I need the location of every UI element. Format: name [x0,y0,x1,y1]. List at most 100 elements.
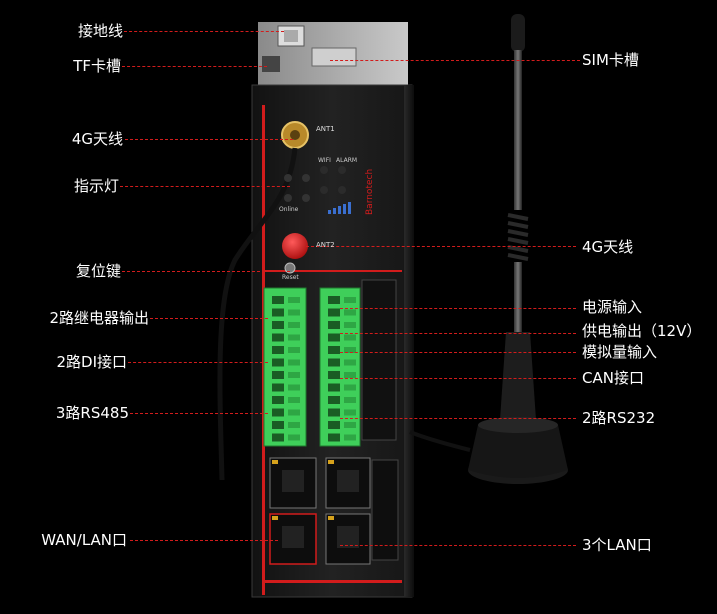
leader-reset [122,271,290,272]
terminal-screw [272,346,284,354]
label-rs485: 3路RS485 [55,404,129,422]
silk-alarm: ALARM [336,157,358,164]
terminal-slot [288,372,300,378]
terminal-screw [328,296,340,304]
label-4g-antenna-right: 4G天线 [582,238,634,256]
label-tf-slot: TF卡槽 [73,57,121,75]
terminal-slot [288,409,300,416]
terminal-screw [328,308,340,317]
terminal-screw [272,408,284,417]
label-rs232: 2路RS232 [582,409,656,427]
label-power-input: 电源输入 [582,298,643,316]
label-relay-output: 2路继电器输出 [49,309,149,327]
sim-slot [311,47,357,67]
signal-bars [328,202,351,214]
leader-relay [150,318,268,319]
leader-rs232 [340,418,576,419]
label-wan-lan: WAN/LAN口 [41,531,127,549]
leader-ground [124,31,284,32]
terminal-screw [328,396,340,404]
tf-slot [262,56,280,72]
terminal-slot [344,384,356,391]
terminal-label-strip [361,279,397,441]
terminal-screw [272,421,284,429]
silk-wifi: WIFI [318,157,331,164]
terminal-screw [272,433,284,442]
silk-ant1: ANT1 [316,125,335,133]
leader-ant2 [306,246,576,247]
silk-reset: Reset [282,274,299,281]
reset-button [284,262,296,274]
brand-logo: Barnotech [365,169,375,215]
label-can: CAN接口 [582,369,644,387]
silk-online: Online [279,206,299,213]
leader-can [340,378,576,379]
terminal-slot [344,359,356,366]
terminal-slot [288,422,300,428]
terminal-screw [328,321,340,329]
terminal-screw [272,371,284,379]
terminal-slot [344,297,356,303]
terminal-slot [344,347,356,353]
terminal-slot [288,384,300,391]
leader-wan [130,540,278,541]
terminal-screw [328,371,340,379]
terminal-slot [344,334,356,341]
label-reset: 复位键 [75,262,121,280]
ethernet-ports [269,457,371,565]
terminal-screw [328,358,340,367]
terminal-screw [328,346,340,354]
label-4g-antenna-left: 4G天线 [71,130,123,148]
terminal-screw [272,296,284,304]
terminal-screw [272,396,284,404]
terminal-screw [328,433,340,442]
terminal-slot [288,434,300,441]
label-di: 2路DI接口 [56,353,127,371]
leader-lan [340,545,576,546]
leader-di [128,362,268,363]
terminal-slot [344,309,356,316]
leader-ant1 [125,139,293,140]
leader-power-out [340,333,576,334]
label-ground: 接地线 [77,22,123,40]
terminal-slot [288,347,300,353]
indicator-leds [284,166,346,202]
terminal-screw [328,408,340,417]
leader-sim [330,60,580,61]
terminal-slot [288,297,300,303]
terminal-screw [328,421,340,429]
terminal-slot [344,372,356,378]
leader-tf [122,66,267,67]
ant2-connector [282,233,308,259]
terminal-slot [288,359,300,366]
label-analog-input: 模拟量输入 [582,343,658,361]
terminal-screw [272,333,284,342]
terminal-slot [288,397,300,403]
terminal-screw [272,358,284,367]
terminal-screw [328,383,340,392]
label-sim-slot: SIM卡槽 [582,51,639,69]
port-label-strip [371,459,399,561]
label-power-output: 供电输出（12V） [582,322,702,340]
antenna-cable [217,147,298,481]
terminal-slot [288,334,300,341]
terminal-slot [344,397,356,403]
leader-indicator [120,186,290,187]
label-indicator: 指示灯 [73,177,119,195]
terminal-screw [272,321,284,329]
silk-ant2: ANT2 [316,241,335,249]
external-antenna [468,14,568,484]
terminal-slot [288,322,300,328]
terminal-slot [344,409,356,416]
terminal-slot [344,434,356,441]
terminal-screw [272,308,284,317]
leader-analog [340,352,576,353]
terminal-slot [288,309,300,316]
terminal-screw [328,333,340,342]
label-lan-ports: 3个LAN口 [582,536,652,554]
leader-rs485 [130,413,268,414]
terminal-screw [272,383,284,392]
terminal-slot [344,422,356,428]
